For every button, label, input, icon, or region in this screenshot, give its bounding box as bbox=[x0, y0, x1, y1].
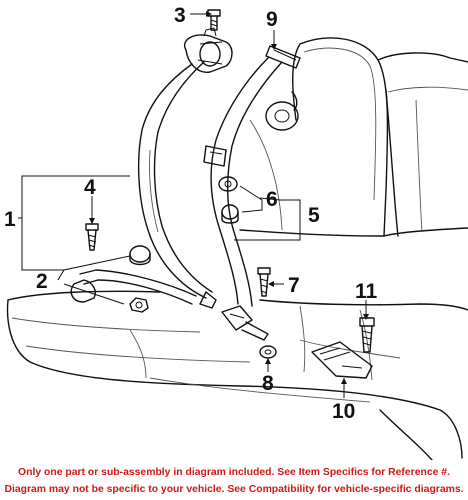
seat-back-outline bbox=[239, 37, 468, 237]
callout-3: 3 bbox=[174, 4, 186, 27]
seat-cushion-outline bbox=[6, 290, 468, 460]
leader-lines bbox=[18, 11, 369, 398]
callout-11: 11 bbox=[355, 280, 378, 303]
disclaimer-line-2: Diagram may not be specific to your vehi… bbox=[4, 484, 464, 495]
callout-10: 10 bbox=[332, 400, 355, 423]
callout-4: 4 bbox=[84, 176, 96, 199]
callout-labels: 1 2 3 4 5 6 7 8 9 10 11 bbox=[4, 4, 378, 423]
disclaimer-footer: Only one part or sub-assembly in diagram… bbox=[0, 464, 468, 500]
callout-8: 8 bbox=[262, 372, 274, 395]
center-seat-belt-assembly bbox=[203, 45, 301, 341]
left-seat-belt-assembly bbox=[70, 27, 233, 313]
callout-9: 9 bbox=[266, 8, 278, 31]
disclaimer-line-1: Only one part or sub-assembly in diagram… bbox=[18, 467, 450, 478]
callout-2: 2 bbox=[36, 270, 48, 293]
callout-1: 1 bbox=[4, 208, 16, 231]
callout-7: 7 bbox=[288, 274, 300, 297]
callout-6: 6 bbox=[266, 188, 278, 211]
seat-belt-exploded-diagram: 1 2 3 4 5 6 7 8 9 10 11 bbox=[4, 4, 468, 460]
callout-5: 5 bbox=[308, 204, 320, 227]
small-hardware bbox=[85, 9, 375, 379]
